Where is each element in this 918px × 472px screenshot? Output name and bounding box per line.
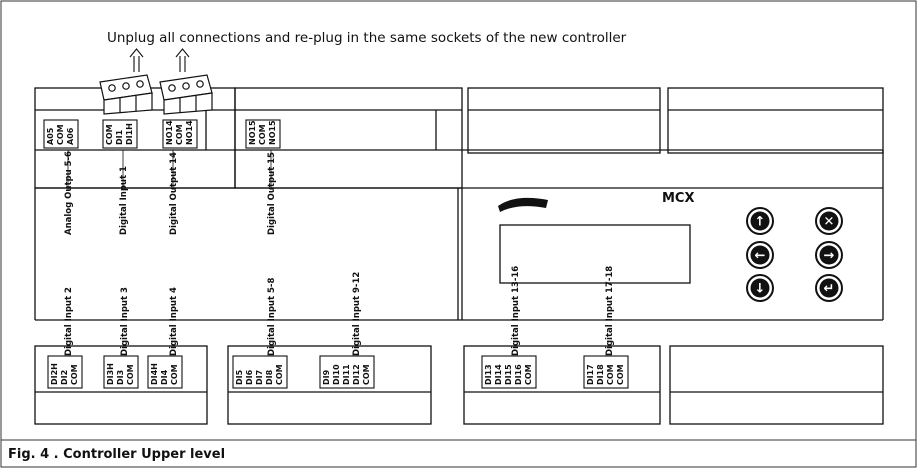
- bottom-section-label: Digital Input 9-12: [352, 272, 362, 356]
- terminal-label: DI11: [342, 364, 351, 385]
- terminal-label: DI7: [255, 370, 264, 385]
- top-section-label: Digital Output 15: [267, 152, 277, 235]
- arrow-up-icon: ↑: [755, 215, 766, 230]
- bottom-section-label: Digital Input 4: [169, 287, 179, 356]
- terminal-label: COM: [175, 124, 184, 145]
- escape-button[interactable]: ✕: [815, 207, 843, 235]
- bottom-section-label: Digital Input 5-8: [267, 278, 277, 356]
- unplug-arrow-right: [175, 48, 190, 72]
- terminal-label: DI18: [596, 364, 605, 385]
- unplug-arrow-left: [129, 48, 144, 72]
- terminal-label: DI12: [352, 364, 361, 385]
- plug-connector-1: [99, 74, 153, 115]
- terminal-label: DI1H: [125, 123, 134, 145]
- bottom-section-label: Digital Input 3: [120, 287, 130, 356]
- enter-icon: ↵: [824, 282, 835, 297]
- terminal-label: COM: [258, 124, 267, 145]
- terminal-label: DI4H: [150, 363, 159, 385]
- terminal-label: COM: [105, 124, 114, 145]
- terminal-label: DI14: [494, 364, 503, 385]
- terminal-label: DI5: [235, 369, 244, 385]
- terminal-label: DI10: [332, 364, 341, 385]
- terminal-label: A06: [66, 127, 75, 145]
- terminal-label: COM: [616, 364, 625, 385]
- terminal-label: DI8: [265, 369, 274, 385]
- controller-body: [34, 87, 884, 425]
- terminal-label: NO14: [185, 120, 194, 145]
- terminal-label: DI13: [484, 364, 493, 385]
- bottom-section-label: Digital Input 2: [64, 287, 74, 356]
- arrow-right-icon: →: [824, 249, 835, 264]
- figure-caption: Fig. 4 . Controller Upper level: [8, 447, 225, 462]
- terminal-label: COM: [126, 364, 135, 385]
- terminal-label: COM: [56, 124, 65, 145]
- terminal-label: COM: [70, 364, 79, 385]
- terminal-label: COM: [170, 364, 179, 385]
- bottom-section-label: Digital Input 17-18: [605, 266, 615, 356]
- terminal-label: DI1: [115, 129, 124, 145]
- terminal-label: DI3: [116, 370, 125, 385]
- terminal-label: DI2: [60, 370, 69, 385]
- terminal-label: COM: [524, 364, 533, 385]
- top-section-label: Digital Input 1: [119, 166, 129, 235]
- terminal-label: COM: [275, 364, 284, 385]
- terminal-label: DI2H: [50, 363, 59, 385]
- terminal-label: NO15: [248, 120, 257, 145]
- up-arrow-button[interactable]: ↑: [746, 207, 774, 235]
- device-model: MCX: [662, 191, 695, 206]
- close-icon: ✕: [824, 215, 835, 230]
- terminal-label: COM: [362, 364, 371, 385]
- terminal-label: DI17: [586, 364, 595, 385]
- terminal-label: DI16: [514, 364, 523, 385]
- terminal-label: NO14: [165, 120, 174, 145]
- terminal-label: COM: [606, 364, 615, 385]
- top-section-label: Analog Outpu 5-6: [64, 151, 74, 235]
- arrow-left-icon: ←: [755, 249, 766, 264]
- terminal-label: DI15: [504, 364, 513, 385]
- terminal-label: DI3H: [106, 363, 115, 385]
- arrow-down-icon: ↓: [755, 282, 766, 297]
- display-screen: [499, 224, 691, 284]
- terminal-label: DI6: [245, 369, 254, 385]
- left-arrow-button[interactable]: ←: [746, 241, 774, 269]
- terminal-label: NO15: [268, 120, 277, 145]
- danfoss-logo: [498, 197, 548, 212]
- header-text: Unplug all connections and re-plug in th…: [107, 30, 627, 46]
- plug-connector-2: [159, 74, 213, 115]
- terminal-label: DI9: [322, 369, 331, 385]
- enter-button[interactable]: ↵: [815, 274, 843, 302]
- down-arrow-button[interactable]: ↓: [746, 274, 774, 302]
- terminal-label: DI4: [160, 369, 169, 385]
- bottom-section-label: Digital Input 13-16: [511, 266, 521, 356]
- top-section-label: Digital Output 14: [169, 152, 179, 235]
- terminal-label: A05: [46, 127, 55, 145]
- right-arrow-button[interactable]: →: [815, 241, 843, 269]
